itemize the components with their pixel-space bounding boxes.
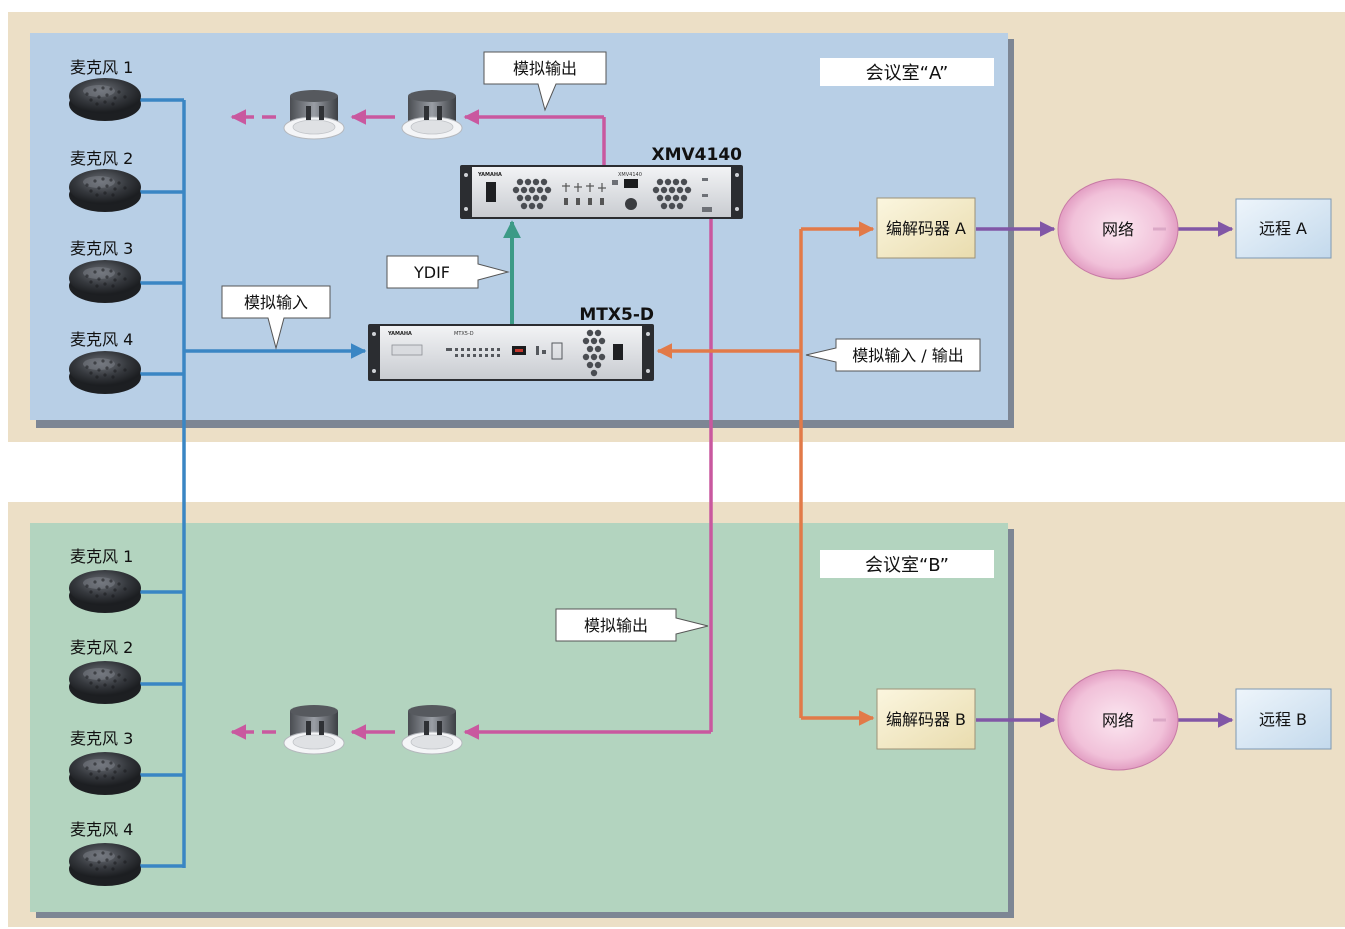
network-a-cloud [1057,178,1179,280]
mtx5d-unit: MTX5-D YAMAHA MTX5-D [368,305,654,381]
microphone-icon [69,260,141,303]
callout-ydif [386,255,510,289]
remote-b-box [1235,688,1332,750]
network-wiring [976,221,1234,728]
room-b-title: 会议室“B” [865,555,949,576]
codec-b-label: 编解码器 B [886,710,966,729]
ceiling-speaker-icon [401,704,463,755]
room-a-title: 会议室“A” [866,63,949,84]
callout-analog-in [221,285,331,350]
xmv-label: XMV4140 [652,145,743,165]
callout-analog-out-b [555,608,709,642]
remote-b-label: 远程 B [1259,710,1307,729]
ceiling-speaker-icon [283,704,345,755]
microphone-icon [69,570,141,613]
mic-label: 麦克风 2 [70,638,133,657]
callout-analog-io [805,338,981,372]
xmv-panel-model: XMV4140 [618,172,642,178]
callout-analog-out-b-text: 模拟输出 [584,616,648,635]
network-b-label: 网络 [1102,711,1134,730]
codec-a-label: 编解码器 A [886,219,966,238]
network-b-cloud [1057,669,1179,771]
speaker-wiring [230,109,713,740]
microphone-icon [69,351,141,394]
mic-label: 麦克风 1 [70,58,133,77]
mtx-label: MTX5-D [579,305,654,325]
mic-label: 麦克风 4 [70,820,133,839]
microphone-icon [69,169,141,212]
ceiling-speaker-icon [401,89,463,140]
microphone-icon [69,661,141,704]
xmv4140-unit: XMV4140 YAMAHA XMV4140 [460,145,743,219]
room-b-mics: 麦克风 1 麦克风 2 麦克风 3 麦克风 4 [69,547,141,886]
ceiling-speaker-icon [283,89,345,140]
mtx-panel-model: MTX5-D [454,331,474,337]
callout-analog-out-a-text: 模拟输出 [513,59,577,78]
codec-b-box [876,688,976,750]
yamaha-logo: YAMAHA [387,331,412,337]
microphone-icon [69,78,141,121]
mic-label: 麦克风 2 [70,149,133,168]
mic-label: 麦克风 3 [70,729,133,748]
callout-analog-out-a [483,51,607,112]
mic-label: 麦克风 4 [70,330,133,349]
yamaha-logo: YAMAHA [477,172,502,178]
room-a-mics: 麦克风 1 麦克风 2 麦克风 3 麦克风 4 [69,58,141,394]
mic-wiring [140,98,367,868]
network-a-label: 网络 [1102,220,1134,239]
codec-a-box [876,197,976,259]
microphone-icon [69,752,141,795]
mic-label: 麦克风 1 [70,547,133,566]
remote-a-label: 远程 A [1259,219,1307,238]
codec-wiring [656,221,875,726]
callout-analog-io-text: 模拟输入 / 输出 [852,346,964,365]
callout-analog-in-text: 模拟输入 [244,293,308,312]
microphone-icon [69,843,141,886]
callout-ydif-text: YDIF [413,263,450,282]
mic-label: 麦克风 3 [70,239,133,258]
remote-a-box [1235,198,1332,259]
